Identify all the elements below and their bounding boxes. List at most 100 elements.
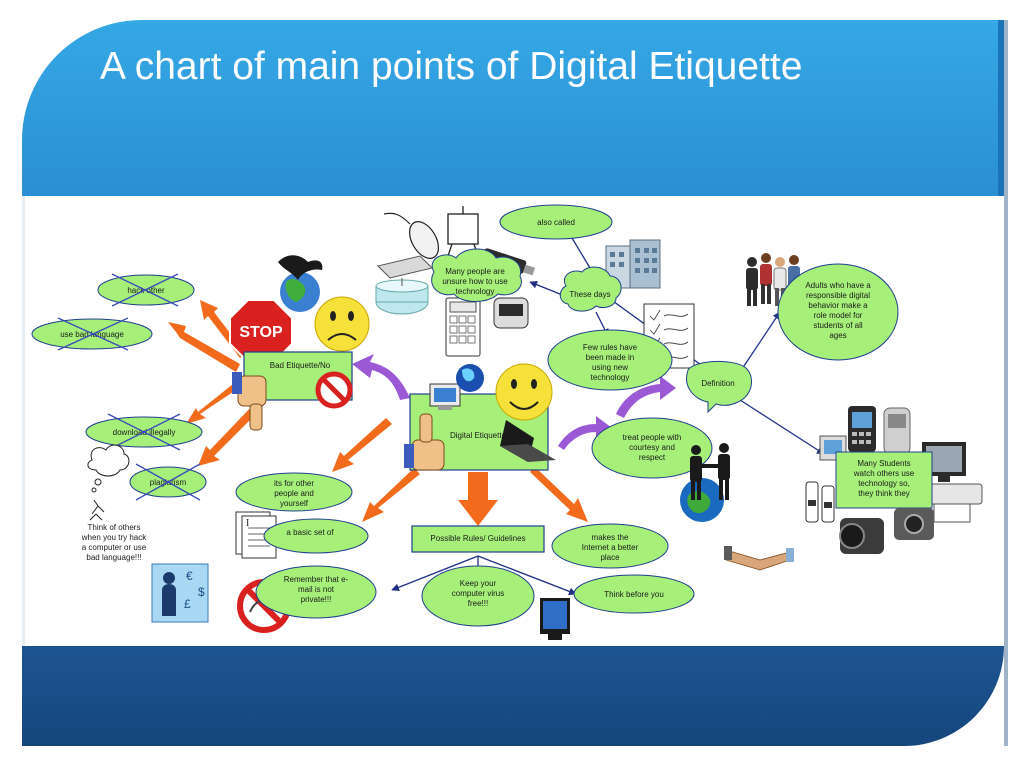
slide-title: A chart of main points of Digital Etique… — [100, 45, 803, 88]
students-line-2: watch others use — [853, 469, 915, 478]
adults-node — [777, 263, 899, 361]
definition-node — [686, 360, 753, 414]
connector-line — [739, 399, 825, 455]
footer-band — [22, 646, 1004, 746]
adults-line-6: ages — [829, 331, 846, 340]
adults-line-1: Adults who have a — [805, 281, 871, 290]
email-line-2: mail is not — [298, 585, 335, 594]
its-for-line-2: people and — [274, 489, 314, 498]
orange-arrow — [186, 380, 242, 424]
adults-line-4: role model for — [814, 311, 863, 320]
phone-tower-icon — [883, 407, 911, 455]
cross-out-line — [57, 317, 129, 351]
makes-internet-line-1: makes the — [592, 533, 629, 542]
makes-internet-node — [551, 523, 669, 569]
bad-etiquette-label: Bad Etiquette/No — [270, 361, 331, 370]
adults-line-3: behavior make a — [808, 301, 868, 310]
makes-internet-line-2: Internet a better — [582, 543, 639, 552]
email-line-3: private!!! — [301, 595, 332, 604]
few-rules-line-2: been made in — [586, 353, 634, 362]
orange-arrow — [362, 468, 420, 522]
printer-icon — [925, 483, 983, 523]
cross-out-line — [135, 463, 201, 501]
orange-arrows — [168, 300, 588, 526]
its-for-line-1: its for other — [274, 479, 314, 488]
treat-line-1: treat people with — [623, 433, 682, 442]
connector-line — [739, 311, 781, 373]
definition-label: Definition — [701, 379, 734, 388]
cross-out-line — [107, 413, 181, 451]
mind-map-diagram: STOP Bad Etiquette/No hack other — [31, 204, 983, 640]
thumbs-up-icon — [404, 413, 445, 471]
basic-set-label: a basic set of — [286, 528, 334, 537]
students-line-1: Many Students — [857, 459, 910, 468]
laptop-icon — [500, 420, 556, 462]
many-unsure-line-3: technology — [456, 287, 495, 296]
building-icon — [605, 239, 661, 289]
camcorder-icon — [839, 518, 884, 554]
its-for-node — [235, 472, 353, 512]
purple-arrows — [352, 354, 676, 450]
connector-line — [391, 555, 479, 592]
header-band — [22, 20, 1004, 196]
virus-node — [421, 565, 535, 627]
left-edge — [22, 196, 25, 646]
treat-line-2: courtesy and — [629, 443, 675, 452]
few-rules-line-3: using new — [592, 363, 628, 372]
virus-line-3: free!!! — [468, 599, 488, 608]
cross-out-line — [111, 273, 179, 307]
adults-line-2: responsible digital — [806, 291, 870, 300]
students-line-4: they think they — [858, 489, 910, 498]
its-for-line-3: yourself — [280, 499, 309, 508]
walkie-talkie-icon — [805, 481, 835, 523]
think-others-line-3: a computer or use — [82, 543, 147, 552]
purple-arrow — [558, 416, 612, 450]
also-called-label: also called — [537, 218, 575, 227]
svg-text:$: $ — [198, 585, 205, 599]
monitor-bottom-icon — [540, 598, 570, 640]
monitor-icon — [429, 383, 461, 410]
thought-bubble-icon — [87, 444, 130, 521]
small-handshake-icon — [724, 546, 794, 571]
these-days-node — [559, 266, 622, 312]
handshake-icon — [680, 443, 730, 522]
many-unsure-line-2: unsure how to use — [442, 277, 508, 286]
globe-icon — [278, 255, 323, 312]
orange-arrow — [332, 418, 392, 472]
treat-line-3: respect — [639, 453, 666, 462]
many-unsure-node — [431, 248, 522, 302]
plagiarism-node: plagiarism — [129, 463, 207, 501]
think-before-label: Think before you — [604, 590, 664, 599]
svg-text:€: € — [186, 569, 193, 583]
students-node — [835, 451, 933, 509]
cellphone-icon — [848, 406, 876, 452]
calculator-icon — [445, 297, 481, 357]
svg-text:£: £ — [184, 597, 191, 611]
connector-line — [477, 555, 577, 596]
many-unsure-line-1: Many people are — [445, 267, 505, 276]
think-before-node — [573, 574, 695, 614]
connector-line — [529, 280, 561, 295]
possible-rules-label: Possible Rules/ Guidelines — [430, 534, 525, 543]
think-others-line-4: bad language!!! — [86, 553, 141, 562]
center-label: Digital Etiquette — [450, 431, 507, 440]
email-node — [255, 565, 377, 619]
think-others-line-1: Think of others — [88, 523, 141, 532]
sad-face-icon — [314, 296, 370, 352]
right-edge — [1004, 20, 1008, 746]
orange-arrow — [530, 466, 588, 522]
email-line-1: Remember that e- — [284, 575, 349, 584]
makes-internet-line-3: place — [600, 553, 620, 562]
orange-arrow — [168, 322, 240, 372]
few-rules-line-1: Few rules have — [583, 343, 638, 352]
smiley-face-icon — [495, 363, 553, 421]
few-rules-node — [547, 329, 673, 391]
possible-rules-node — [411, 525, 545, 553]
students-line-3: technology so, — [858, 479, 910, 488]
adults-line-5: students of all — [813, 321, 863, 330]
hack-node: hack other — [97, 273, 195, 307]
bad-language-node: use bad language — [31, 317, 153, 351]
these-days-label: These days — [569, 290, 610, 299]
basic-set-node — [263, 518, 369, 554]
